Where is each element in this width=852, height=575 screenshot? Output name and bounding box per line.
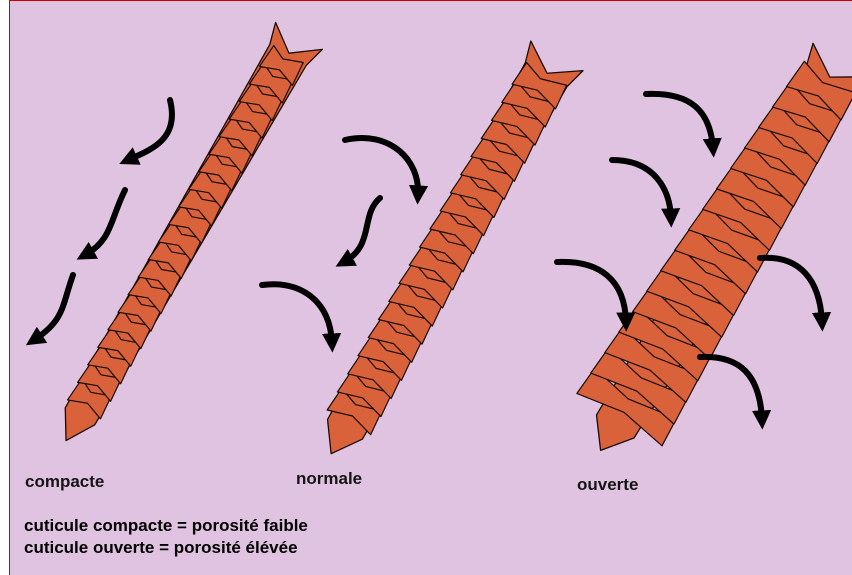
arrow-icon	[85, 190, 125, 255]
label-normale: normale	[296, 469, 362, 489]
legend-line-ouverte: cuticule ouverte = porosité élévée	[24, 537, 298, 559]
legend-line-compacte: cuticule compacte = porosité faible	[24, 515, 308, 537]
hair-normale	[327, 41, 583, 454]
arrow-icon	[262, 284, 332, 343]
hair-ouverte	[577, 43, 852, 450]
arrow-icon	[700, 357, 762, 420]
arrow-icon	[760, 258, 822, 322]
label-ouverte: ouverte	[577, 475, 638, 495]
arrow-icon	[345, 138, 418, 195]
arrow-icon	[612, 160, 671, 218]
arrow-icon	[128, 100, 172, 160]
label-compacte: compacte	[25, 472, 104, 492]
arrow-icon	[344, 198, 380, 262]
arrow-icon	[34, 275, 73, 340]
hair-compacte	[65, 22, 322, 440]
arrow-icon	[557, 262, 626, 322]
arrow-icon	[646, 94, 713, 148]
